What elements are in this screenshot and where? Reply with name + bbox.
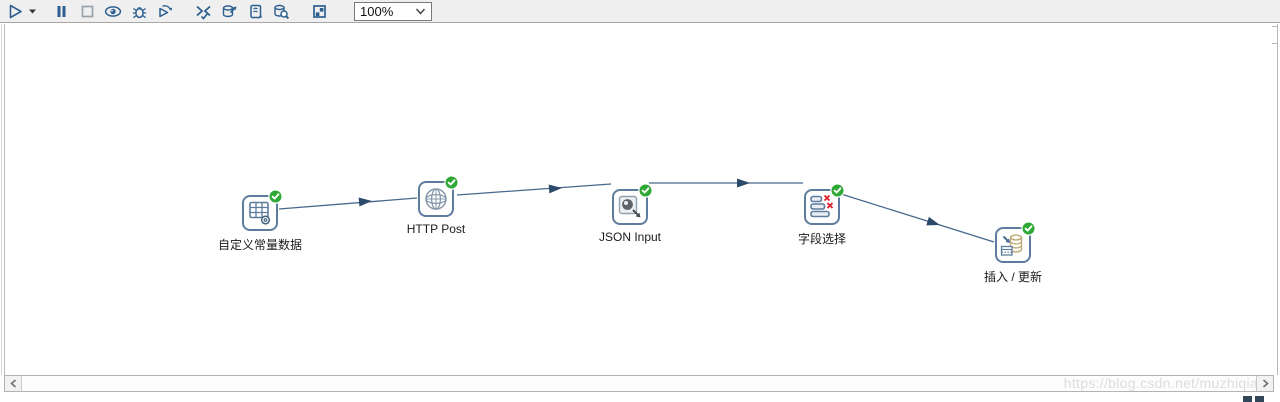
run-icon bbox=[7, 3, 24, 20]
stop-icon bbox=[79, 3, 96, 20]
success-check-badge bbox=[268, 189, 283, 204]
zoom-value: 100% bbox=[360, 3, 394, 19]
pause-icon bbox=[53, 3, 70, 20]
step-label: 插入 / 更新 bbox=[983, 270, 1043, 284]
show-execution-results-icon bbox=[311, 3, 328, 20]
explore-database-button[interactable] bbox=[270, 1, 292, 22]
success-check-badge bbox=[638, 183, 653, 198]
database-insert-update-icon bbox=[1000, 234, 1023, 256]
scroll-right-button[interactable] bbox=[1256, 376, 1273, 391]
table-gear-icon bbox=[249, 201, 271, 225]
generate-sql-button[interactable] bbox=[244, 1, 266, 22]
step-select-values[interactable]: 字段选择 bbox=[798, 183, 846, 246]
right-edge-tick bbox=[1272, 43, 1277, 44]
step-label: 自定义常量数据 bbox=[217, 238, 303, 252]
globe-icon bbox=[425, 188, 447, 210]
check-transformation-icon bbox=[195, 3, 212, 20]
step-label: HTTP Post bbox=[406, 222, 466, 236]
scroll-left-button[interactable] bbox=[5, 376, 22, 391]
preview-button[interactable] bbox=[102, 1, 124, 22]
stop-button[interactable] bbox=[76, 1, 98, 22]
select-values-icon bbox=[810, 194, 834, 218]
pause-button[interactable] bbox=[50, 1, 72, 22]
show-execution-results-button[interactable] bbox=[308, 1, 330, 22]
step-http-post[interactable]: HTTP Post bbox=[407, 175, 465, 236]
transformation-canvas[interactable]: 自定义常量数据 HTTP Post bbox=[0, 24, 1280, 375]
step-label: 字段选择 bbox=[797, 232, 847, 246]
success-check-badge bbox=[830, 183, 845, 198]
debug-button[interactable] bbox=[128, 1, 150, 22]
step-icon-box bbox=[418, 175, 459, 217]
canvas-left-edge bbox=[1, 24, 2, 375]
impact-analysis-button[interactable] bbox=[218, 1, 240, 22]
chevron-down-icon bbox=[415, 8, 431, 15]
run-dropdown-caret-icon bbox=[28, 7, 37, 15]
step-icon-box bbox=[242, 189, 283, 231]
right-edge-tick bbox=[1272, 26, 1277, 27]
check-transformation-button[interactable] bbox=[192, 1, 214, 22]
horizontal-scrollbar bbox=[4, 375, 1274, 392]
debug-bug-icon bbox=[131, 3, 148, 20]
transformation-toolbar: 100% bbox=[0, 0, 1280, 23]
json-input-icon bbox=[618, 195, 641, 218]
run-button[interactable] bbox=[4, 1, 26, 22]
replay-button[interactable] bbox=[154, 1, 176, 22]
step-json-input[interactable]: JSON Input bbox=[599, 183, 661, 244]
chevron-left-icon bbox=[9, 375, 17, 393]
run-options-dropdown[interactable] bbox=[26, 1, 38, 22]
step-icon-box bbox=[804, 183, 845, 225]
success-check-badge bbox=[444, 175, 459, 190]
preview-eye-icon bbox=[104, 3, 122, 20]
step-icon-box bbox=[612, 183, 653, 225]
canvas-right-border bbox=[1277, 24, 1278, 375]
generate-sql-icon bbox=[247, 3, 264, 20]
success-check-badge bbox=[1021, 221, 1036, 236]
impact-analysis-icon bbox=[221, 3, 238, 20]
replay-icon bbox=[156, 3, 174, 20]
step-icon-box bbox=[995, 221, 1036, 263]
step-insert-update[interactable]: 插入 / 更新 bbox=[984, 221, 1042, 284]
scroll-track[interactable] bbox=[22, 376, 1256, 391]
step-label: JSON Input bbox=[598, 230, 662, 244]
step-custom-constant-data[interactable]: 自定义常量数据 bbox=[218, 189, 302, 252]
explore-database-icon bbox=[272, 3, 290, 20]
watermark-logo-square bbox=[1255, 396, 1264, 402]
canvas-left-border bbox=[4, 24, 5, 375]
chevron-right-icon bbox=[1262, 375, 1269, 393]
zoom-select[interactable]: 100% bbox=[354, 1, 432, 21]
watermark-logo-square bbox=[1243, 396, 1252, 402]
